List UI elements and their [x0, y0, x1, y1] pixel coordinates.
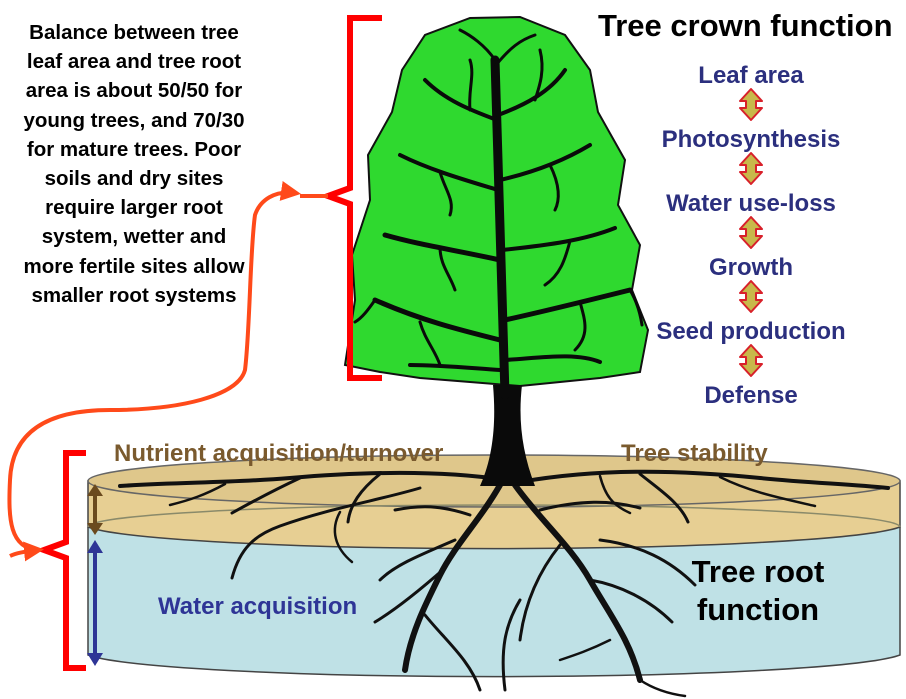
tree-trunk [480, 385, 535, 486]
double-arrow-icon [739, 280, 763, 313]
soil-depth-arrows [87, 484, 103, 666]
function-double-arrows [739, 88, 763, 377]
function-growth: Growth [709, 254, 793, 281]
water-acquisition-label: Water acquisition [158, 593, 358, 620]
function-defense: Defense [704, 382, 798, 409]
root-function-title: Tree root function [691, 554, 825, 627]
nutrient-acquisition-label: Nutrient acquisition/turnover [114, 440, 444, 467]
balance-note: Balance between tree leaf area and tree … [23, 21, 245, 307]
double-arrow-icon [739, 216, 763, 249]
tree-roots [118, 469, 890, 698]
function-water-use-loss: Water use-loss [666, 190, 836, 217]
connector-to-roots-arrow [9, 541, 44, 562]
function-seed-production: Seed production [656, 318, 846, 345]
function-leaf-area: Leaf area [698, 62, 804, 89]
root-bracket [35, 450, 86, 671]
double-arrow-icon [739, 152, 763, 185]
function-photosynthesis: Photosynthesis [661, 126, 841, 153]
tree-branches [353, 28, 644, 400]
double-arrow-icon [739, 88, 763, 121]
crown-function-title: Tree crown function [598, 8, 893, 43]
connector-to-crown-arrow [7, 181, 301, 552]
tree-stability-label: Tree stability [621, 440, 768, 467]
connector-arrows [7, 181, 328, 562]
double-arrow-icon [739, 344, 763, 377]
